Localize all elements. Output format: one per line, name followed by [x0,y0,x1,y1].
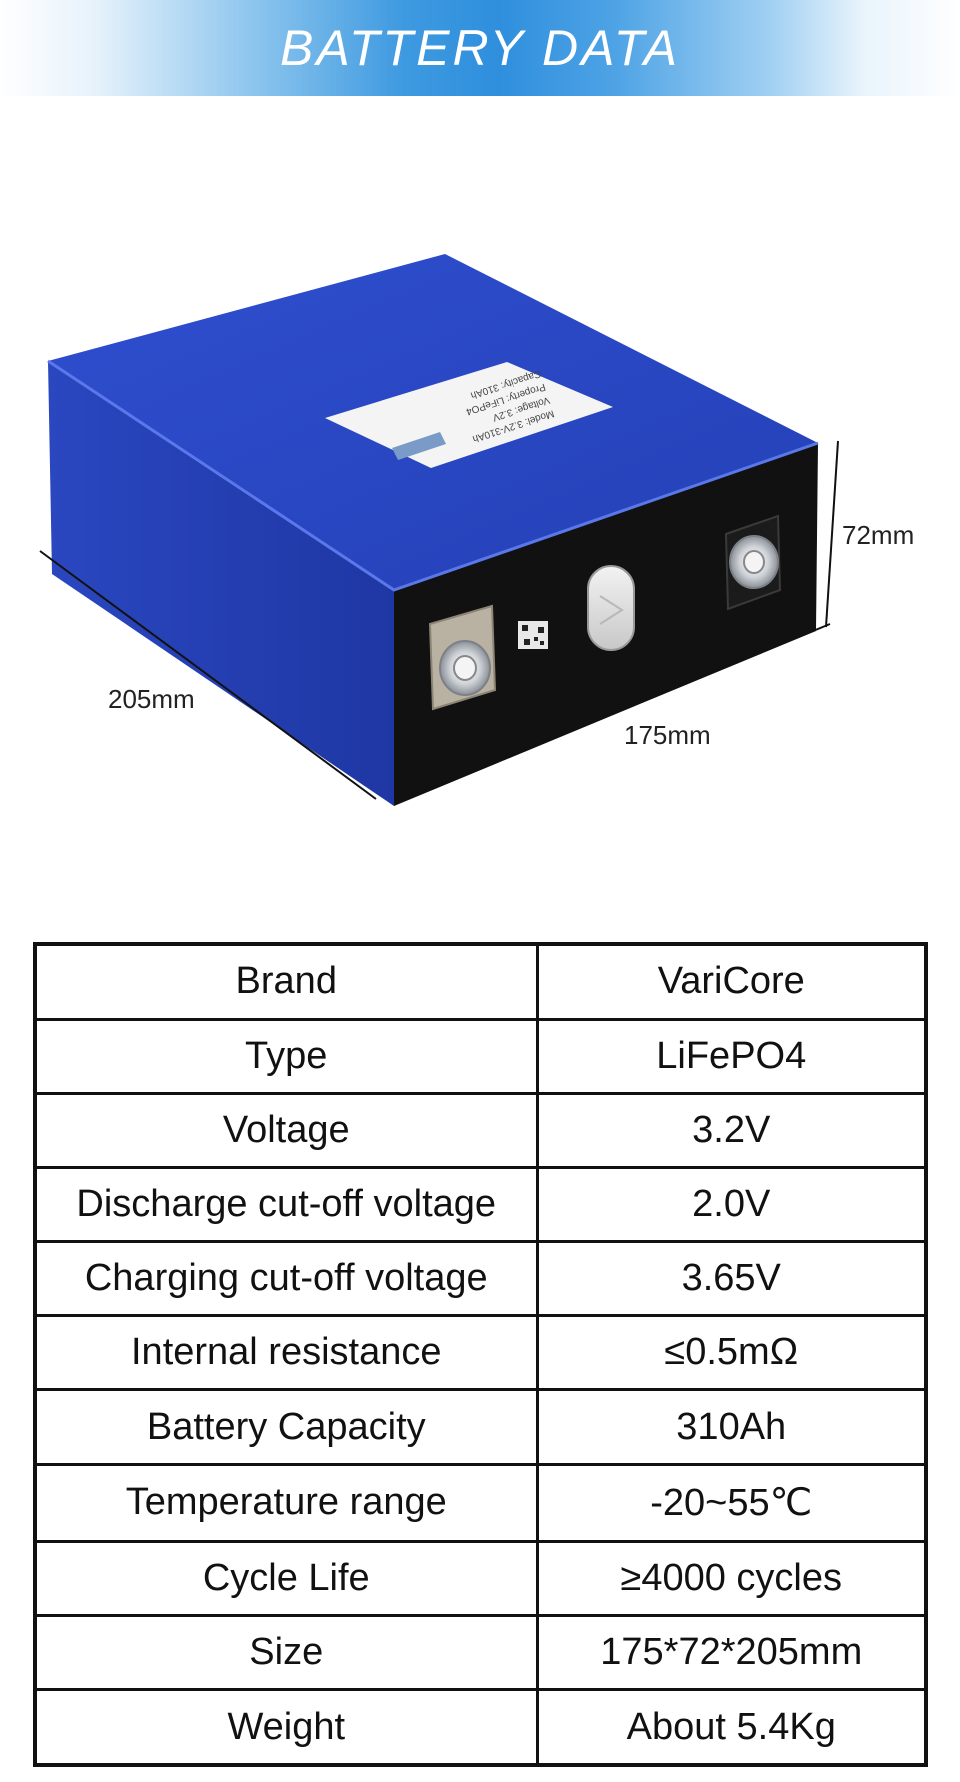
negative-terminal [428,604,497,711]
table-row: Internal resistance ≤0.5mΩ [33,1314,928,1392]
spec-label: Battery Capacity [33,1388,539,1466]
table-row: Voltage 3.2V [33,1091,928,1169]
cell-label-sticker: Model: 3.2V-310Ah Voltage: 3.2V Property… [325,362,613,468]
spec-label: Cycle Life [33,1540,539,1618]
length-dimension-label: 205mm [108,684,195,714]
spec-value: 2.0V [535,1165,928,1244]
spec-value: 310Ah [535,1388,928,1466]
table-row: Weight About 5.4Kg [33,1688,928,1767]
spec-label: Type [33,1017,539,1095]
battery-cell-illustration: Model: 3.2V-310Ah Voltage: 3.2V Property… [39,254,839,806]
table-row: Battery Capacity 310Ah [33,1388,928,1466]
spec-label: Temperature range [33,1462,539,1544]
spec-value: LiFePO4 [535,1017,928,1095]
length-dimension-line [39,550,377,800]
header-banner [0,0,960,96]
spec-value: ≥4000 cycles [535,1540,928,1618]
spec-label: Internal resistance [33,1314,539,1392]
spec-label: Voltage [33,1091,539,1169]
height-dimension-line [825,440,839,628]
table-row: Type LiFePO4 [33,1017,928,1095]
table-row: Discharge cut-off voltage 2.0V [33,1165,928,1244]
battery-spec-table: Brand VariCore Type LiFePO4 Voltage 3.2V… [33,942,928,1767]
table-row: Size 175*72*205mm [33,1614,928,1692]
spec-label: Brand [33,942,539,1021]
banner-title: BATTERY DATA [280,20,680,76]
table-row: Charging cut-off voltage 3.65V [33,1240,928,1318]
spec-label: Charging cut-off voltage [33,1240,539,1318]
spec-value: -20~55℃ [535,1462,928,1544]
spec-value: ≤0.5mΩ [535,1314,928,1392]
table-row: Brand VariCore [33,942,928,1021]
spec-label: Discharge cut-off voltage [33,1165,539,1244]
height-dimension-label: 72mm [842,520,915,550]
qr-code [518,621,548,649]
spec-value: 175*72*205mm [535,1614,928,1692]
safety-vent [587,565,635,651]
table-row: Cycle Life ≥4000 cycles [33,1540,928,1618]
spec-label: Weight [33,1688,539,1767]
table-row: Temperature range -20~55℃ [33,1462,928,1544]
spec-value: 3.65V [535,1240,928,1318]
spec-value: VariCore [535,942,928,1021]
width-dimension-label: 175mm [624,720,711,750]
cell-side-face [48,361,394,806]
width-dimension-line [401,623,831,801]
positive-terminal [724,514,782,611]
spec-label: Size [33,1614,539,1692]
spec-value: About 5.4Kg [535,1688,928,1767]
spec-value: 3.2V [535,1091,928,1169]
